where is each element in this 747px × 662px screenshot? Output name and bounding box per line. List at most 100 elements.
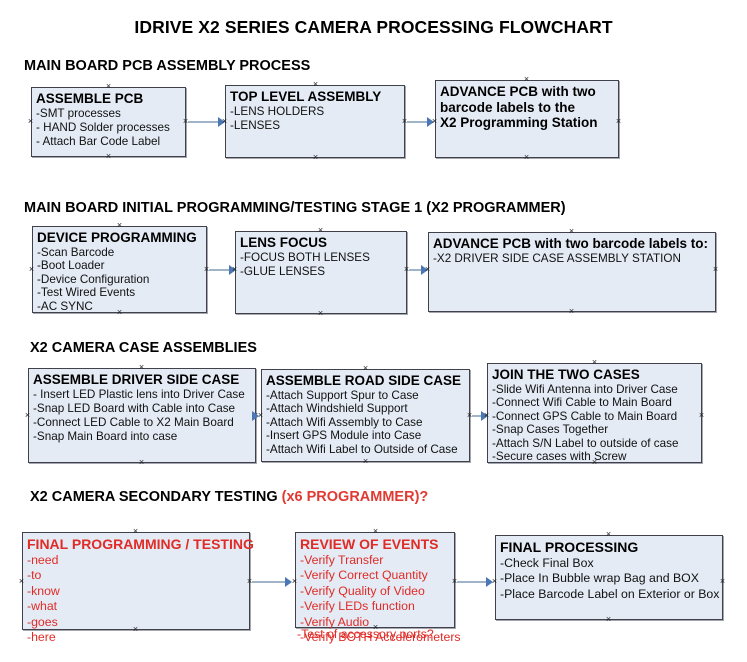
node-line: -Attach Wifi Label to Outside of Case xyxy=(266,442,458,456)
section-title-text: X2 CAMERA SECONDARY TESTING xyxy=(30,489,282,505)
node-line: -Place Barcode Label on Exterior or Box xyxy=(500,586,720,601)
connection-handle-left[interactable] xyxy=(291,578,298,585)
node-assemble-driver-side-case[interactable]: ASSEMBLE DRIVER SIDE CASE - Insert LED P… xyxy=(28,368,256,463)
node-title: ASSEMBLE PCB xyxy=(36,91,144,106)
node-line: -Device Configuration xyxy=(37,272,150,286)
node-title: ASSEMBLE ROAD SIDE CASE xyxy=(266,373,462,388)
node-review-of-events[interactable]: REVIEW OF EVENTS -Verify Transfer -Verif… xyxy=(295,532,461,644)
node-line: -AC SYNC xyxy=(37,299,93,313)
connector-line xyxy=(472,415,484,417)
connection-handle-bottom[interactable] xyxy=(138,459,145,466)
connection-handle-left[interactable] xyxy=(257,412,264,419)
connection-handle-bottom[interactable] xyxy=(362,458,369,465)
node-overflow-line: -Test of accessory ports? xyxy=(297,627,434,641)
connection-handle-top[interactable] xyxy=(116,222,123,229)
node-lens-focus[interactable]: LENS FOCUS -FOCUS BOTH LENSES -GLUE LENS… xyxy=(235,231,407,314)
connection-handle-bottom[interactable] xyxy=(105,153,112,160)
connection-handle-left[interactable] xyxy=(431,118,438,125)
connection-handle-bottom[interactable] xyxy=(523,154,530,161)
node-advance-pcb-programming-station[interactable]: ADVANCE PCB with two barcode labels to t… xyxy=(435,80,619,158)
node-title-line-2: barcode labels to the xyxy=(440,99,576,115)
connector-arrow xyxy=(252,411,259,421)
connector-line xyxy=(188,121,220,123)
node-top-level-assembly[interactable]: TOP LEVEL ASSEMBLY -LENS HOLDERS -LENSES xyxy=(225,85,405,158)
connection-handle-top[interactable] xyxy=(312,81,319,88)
connection-handle-top[interactable] xyxy=(523,76,530,83)
node-line: -Attach Wifi Assembly to Case xyxy=(266,415,423,429)
connection-handle-top[interactable] xyxy=(317,227,324,234)
connection-handle-left[interactable] xyxy=(221,118,228,125)
connection-handle-right[interactable] xyxy=(698,412,705,419)
connection-handle-right[interactable] xyxy=(712,266,719,273)
section-title-text: MAIN BOARD PCB ASSEMBLY PROCESS xyxy=(24,58,311,74)
connector-arrow xyxy=(486,577,493,587)
node-line: -LENS HOLDERS xyxy=(230,104,325,118)
connection-handle-left[interactable] xyxy=(24,412,31,419)
connection-handle-top[interactable] xyxy=(132,528,139,535)
node-title: JOIN THE TWO CASES xyxy=(492,367,640,382)
node-line: - Attach Bar Code Label xyxy=(36,135,161,149)
connection-handle-bottom[interactable] xyxy=(116,309,123,316)
connection-handle-left[interactable] xyxy=(424,266,431,273)
connection-handle-bottom[interactable] xyxy=(605,616,612,623)
node-advance-pcb-driver-side-station[interactable]: ADVANCE PCB with two barcode labels to: … xyxy=(428,232,716,312)
node-line: -Verify BOTH Accelerometers xyxy=(300,630,461,645)
connection-handle-right[interactable] xyxy=(615,118,622,125)
node-line: -Snap LED Board with Cable into Case xyxy=(33,401,236,415)
node-line: -Verify Audio xyxy=(300,614,370,629)
connection-handle-top[interactable] xyxy=(105,83,112,90)
node-line: -Snap Main Board into case xyxy=(33,430,178,444)
connection-handle-left[interactable] xyxy=(483,412,490,419)
section-title-accent: (x6 PROGRAMMER)? xyxy=(281,489,429,505)
node-line: -goes xyxy=(27,614,58,629)
connection-handle-top[interactable] xyxy=(362,365,369,372)
node-device-programming[interactable]: DEVICE PROGRAMMING -Scan Barcode -Boot L… xyxy=(32,226,207,313)
node-line: -to xyxy=(27,568,42,583)
node-join-the-two-cases[interactable]: JOIN THE TWO CASES -Slide Wifi Antenna i… xyxy=(487,363,702,463)
node-line: -need xyxy=(27,553,59,567)
connector-line xyxy=(252,581,288,583)
node-title: ADVANCE PCB with two barcode labels to: xyxy=(433,236,709,251)
connection-handle-top[interactable] xyxy=(605,531,612,538)
connection-handle-bottom[interactable] xyxy=(312,154,319,161)
node-title: REVIEW OF EVENTS xyxy=(300,536,439,552)
node-assemble-road-side-case[interactable]: ASSEMBLE ROAD SIDE CASE -Attach Support … xyxy=(261,369,470,462)
node-title: LENS FOCUS xyxy=(240,235,328,250)
section-title-x2-camera-case-assemblies: X2 CAMERA CASE ASSEMBLIES xyxy=(30,340,257,356)
node-line: -Verify LEDs function xyxy=(300,599,415,614)
connection-handle-bottom[interactable] xyxy=(372,624,379,631)
connection-handle-bottom[interactable] xyxy=(568,308,575,315)
connection-handle-top[interactable] xyxy=(568,228,575,235)
node-title: FINAL PROGRAMMING / TESTING xyxy=(27,536,254,552)
connection-handle-bottom[interactable] xyxy=(317,310,324,317)
node-line: -Scan Barcode xyxy=(37,245,115,259)
node-final-processing[interactable]: FINAL PROCESSING -Check Final Box -Place… xyxy=(495,535,723,620)
section-title-main-board-pcb-assembly: MAIN BOARD PCB ASSEMBLY PROCESS xyxy=(24,58,310,74)
connection-handle-bottom[interactable] xyxy=(132,626,139,633)
node-line: -Slide Wifi Antenna into Driver Case xyxy=(492,382,678,396)
connection-handle-left[interactable] xyxy=(28,266,35,273)
node-line: -Connect GPS Cable to Main Board xyxy=(492,409,678,423)
node-line: -Verify Quality of Video xyxy=(300,583,425,598)
connection-handle-top[interactable] xyxy=(138,364,145,371)
node-title: ADVANCE PCB with two xyxy=(440,84,596,99)
node-line: -GLUE LENSES xyxy=(240,264,326,278)
connection-handle-bottom[interactable] xyxy=(591,459,598,466)
node-line: -Test Wired Events xyxy=(37,286,136,300)
connector-line xyxy=(409,269,424,271)
node-assemble-pcb[interactable]: ASSEMBLE PCB -SMT processes - HAND Solde… xyxy=(31,87,186,157)
connection-handle-top[interactable] xyxy=(372,528,379,535)
connection-handle-top[interactable] xyxy=(591,359,598,366)
node-line: -Connect Wifi Cable to Main Board xyxy=(492,396,672,410)
connection-handle-left[interactable] xyxy=(27,118,34,125)
connector-line xyxy=(209,269,231,271)
connector-line xyxy=(407,121,429,123)
node-final-programming-testing[interactable]: FINAL PROGRAMMING / TESTING -need -to -k… xyxy=(22,532,254,644)
connection-handle-left[interactable] xyxy=(231,266,238,273)
node-title-line-3: X2 Programming Station xyxy=(440,115,598,130)
connection-handle-left[interactable] xyxy=(18,578,25,585)
connection-handle-left[interactable] xyxy=(491,578,498,585)
node-line: -X2 DRIVER SIDE CASE ASSEMBLY STATION xyxy=(433,251,681,265)
connection-handle-right[interactable] xyxy=(719,578,726,585)
section-title-x2-camera-secondary-testing: X2 CAMERA SECONDARY TESTING (x6 PROGRAMM… xyxy=(30,489,428,505)
